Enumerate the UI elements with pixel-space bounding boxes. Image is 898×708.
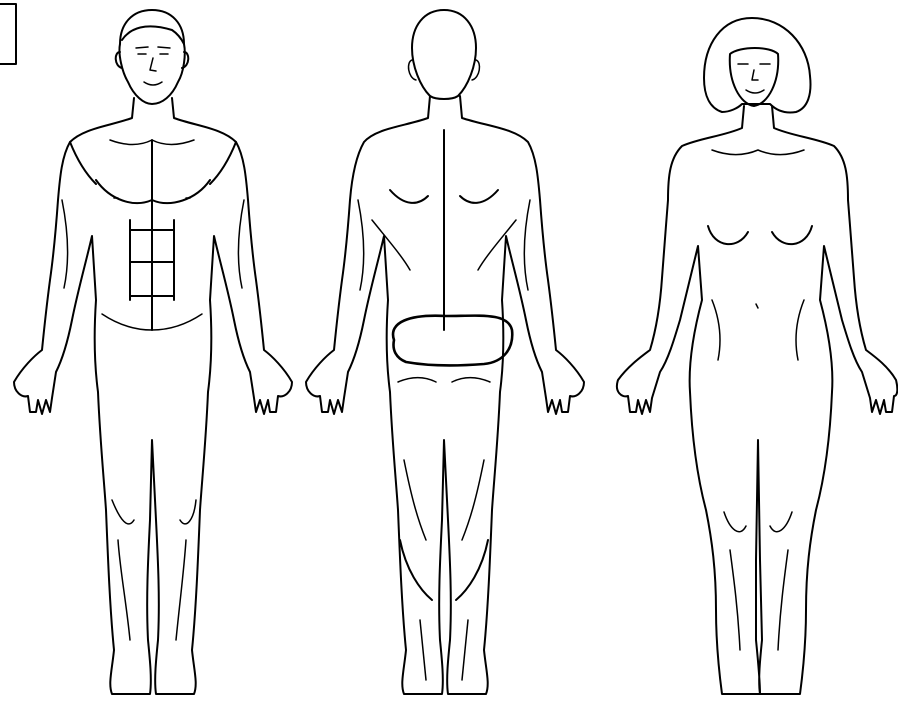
female-waist	[712, 300, 804, 360]
back-ears	[409, 60, 480, 80]
female-clavicles	[712, 150, 804, 155]
back-figure	[306, 10, 584, 694]
male-front-figure	[14, 10, 292, 694]
male-knees	[112, 500, 196, 524]
female-front-figure	[617, 18, 897, 694]
back-gluteal-line	[398, 378, 490, 383]
female-knees	[724, 512, 792, 532]
female-face	[730, 48, 778, 106]
male-nose-mouth	[144, 58, 162, 85]
female-nose-mouth	[746, 70, 764, 93]
male-hair	[122, 26, 184, 44]
male-shins	[118, 540, 186, 640]
female-body-outline	[617, 106, 897, 694]
corner-box-fragment	[0, 4, 16, 64]
back-head	[412, 10, 476, 99]
back-calves	[400, 540, 488, 600]
female-hair	[704, 18, 810, 113]
male-head	[119, 10, 184, 104]
back-marked-region	[393, 316, 512, 366]
female-navel	[756, 304, 758, 308]
female-breasts	[708, 226, 812, 244]
female-shins	[730, 550, 788, 650]
male-brows	[136, 47, 170, 48]
back-achilles	[420, 620, 468, 680]
